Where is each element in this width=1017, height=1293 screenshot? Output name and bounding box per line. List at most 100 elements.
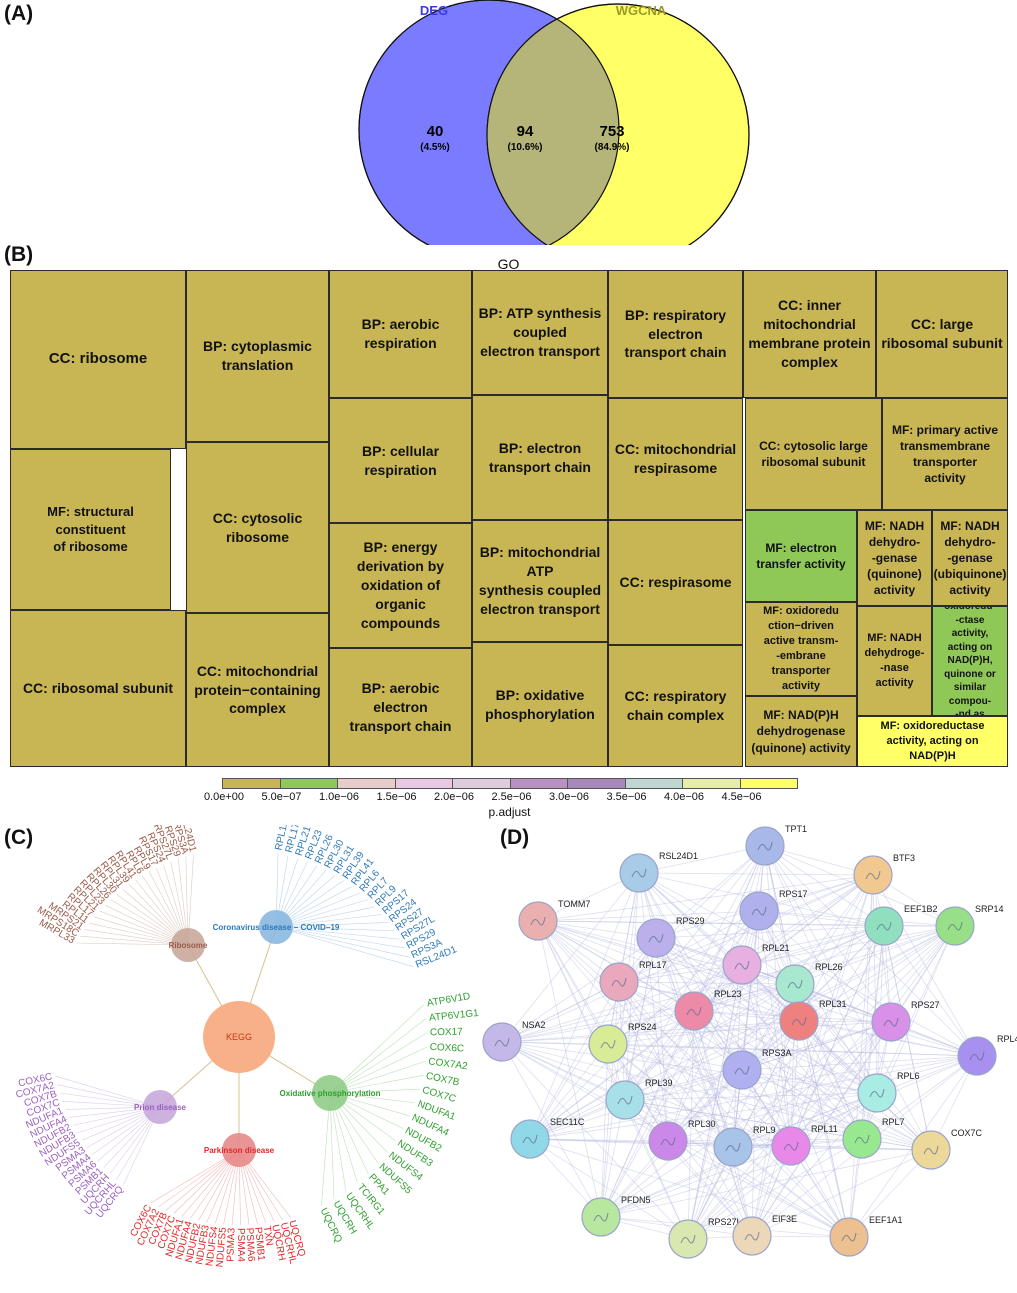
ppi-edge (790, 1021, 892, 1147)
ppi-edge (501, 1041, 689, 1240)
ppi-edge (732, 1146, 932, 1151)
treemap-tile: CC: cytosolic large ribosomal subunit (745, 398, 882, 510)
ppi-edge (537, 920, 850, 1238)
treemap-tile: BP: oxidative phosphorylation (472, 642, 608, 767)
kegg-edge (275, 926, 395, 931)
treemap-tile: BP: respiratory electron transport chain (608, 270, 743, 398)
ppi-edge (501, 925, 885, 1043)
ppi-edge (638, 872, 669, 1142)
ppi-edge (529, 1138, 734, 1148)
ppi-edge (655, 937, 863, 1140)
kegg-gene-label: PSMA4 (235, 1228, 246, 1262)
ppi-edge (764, 845, 932, 1151)
treemap-tile: BP: cytoplasmic translation (186, 270, 329, 442)
ppi-node-label: RPL21 (762, 943, 790, 953)
ppi-edge (638, 872, 743, 966)
treemap-tile-label: BP: ATP synthesis coupled electron trans… (478, 305, 602, 359)
ppi-edge (655, 937, 850, 1238)
ppi-edge (529, 983, 796, 1140)
kegg-gene-label: COX7A2 (428, 1056, 469, 1072)
ppi-edge (693, 925, 956, 1012)
ppi-edge (537, 920, 734, 1148)
ppi-edge (537, 920, 689, 1240)
treemap-tile: MF: NADH dehydro- -genase (quinone) acti… (857, 510, 932, 606)
kegg-gene-label: PSMA6 (244, 1227, 257, 1262)
ppi-edge (790, 874, 874, 1147)
ppi-edge (693, 1010, 878, 1094)
ppi-edge (751, 1092, 878, 1237)
ppi-edge (741, 964, 850, 1238)
treemap-tile-label: BP: oxidative phosphorylation (485, 686, 595, 722)
ppi-edge (741, 1055, 978, 1071)
legend-swatch (682, 778, 741, 789)
treemap-tile-label: CC: respirasome (619, 574, 732, 591)
treemap-tile: MF: oxidoreductase activity, acting on N… (857, 716, 1008, 767)
ppi-edge (501, 1020, 800, 1043)
ppi-edge (501, 1041, 978, 1057)
ppi-node-structure (522, 1134, 538, 1144)
ppi-node-label: RPL17 (639, 960, 667, 970)
ppi-node-structure (787, 979, 803, 989)
ppi-edge (501, 925, 956, 1043)
treemap-tile: BP: aerobic electron transport chain (329, 648, 472, 767)
treemap-tile: BP: aerobic respiration (329, 270, 472, 398)
kegg-pathway-label: Parkinson disease (204, 1146, 275, 1155)
treemap-tile-label: MF: NAD(P)H dehydrogenase (quinone) acti… (751, 708, 851, 755)
ppi-edge (537, 920, 626, 1101)
ppi-edge (883, 925, 978, 1057)
ppi-node-structure (725, 1142, 741, 1152)
ppi-edge (618, 981, 932, 1151)
kegg-edge (84, 929, 189, 946)
ppi-edge (751, 925, 956, 1237)
kegg-edge (275, 926, 400, 940)
ppi-node-label: RPL41 (997, 1034, 1017, 1044)
ppi-edge (624, 1092, 878, 1101)
treemap-tile-label: MF: oxidoredu ction−driven active transm… (763, 605, 839, 692)
treemap-tile-label: MF: oxidoreductase activity, acting on N… (880, 720, 985, 762)
ppi-edge (529, 981, 620, 1140)
legend-tick: 1.5e−06 (376, 791, 417, 803)
treemap-tile-label: BP: aerobic respiration (361, 316, 440, 351)
ppi-node-structure (757, 841, 773, 851)
ppi-node-structure (744, 1231, 760, 1241)
ppi-edge (618, 845, 766, 983)
ppi-edge (501, 1021, 892, 1043)
treemap-title: GO (497, 256, 520, 272)
kegg-center-node (203, 1001, 275, 1073)
ppi-edge (790, 925, 956, 1147)
kegg-gene-label: COX17 (430, 1027, 463, 1039)
kegg-pathway-label: Coronavirus disease − COVID−19 (213, 923, 340, 932)
treemap-tile: BP: energy derivation by oxidation of or… (329, 523, 472, 648)
treemap-tile-label: CC: large ribosomal subunit (881, 316, 1003, 351)
venn-overlap (487, 4, 619, 245)
legend-tick: 2.0e−06 (433, 791, 475, 803)
treemap-tile-label: MF: electron transfer activity (756, 540, 846, 571)
ppi-edge (624, 1099, 792, 1147)
ppi-edge (741, 925, 956, 1071)
ppi-edge (693, 874, 874, 1012)
panel-label-b: (B) (4, 243, 34, 266)
treemap-tile: BP: ATP synthesis coupled electron trans… (472, 270, 608, 395)
treemap-tile: MF: primary active transmembrane transpo… (882, 398, 1008, 510)
ppi-edge (600, 1149, 932, 1218)
kegg-pathway-node (143, 1090, 177, 1124)
ppi-node-structure (680, 1234, 696, 1244)
ppi-edge (687, 1145, 792, 1240)
ppi-edge (764, 845, 978, 1057)
treemap-tile: BP: mitochondrial ATP synthesis coupled … (472, 520, 608, 642)
ppi-edge (607, 964, 743, 1045)
kegg-pathway-node (171, 928, 205, 962)
ppi-edge (687, 925, 885, 1240)
treemap-tile: BP: electron transport chain (472, 395, 608, 520)
ppi-node-structure (923, 1145, 939, 1155)
ppi-edge (687, 1138, 863, 1240)
ppi-node-label: PFDN5 (621, 1195, 651, 1205)
ppi-edge (607, 845, 766, 1045)
kegg-pathway-node (222, 1133, 256, 1167)
treemap-tile-label: CC: inner mitochondrial membrane protein… (748, 297, 871, 370)
legend-tick: 2.5e−06 (491, 791, 532, 803)
ppi-edge (764, 845, 796, 985)
ppi-edge (764, 845, 850, 1238)
ppi-edge (741, 964, 932, 1151)
